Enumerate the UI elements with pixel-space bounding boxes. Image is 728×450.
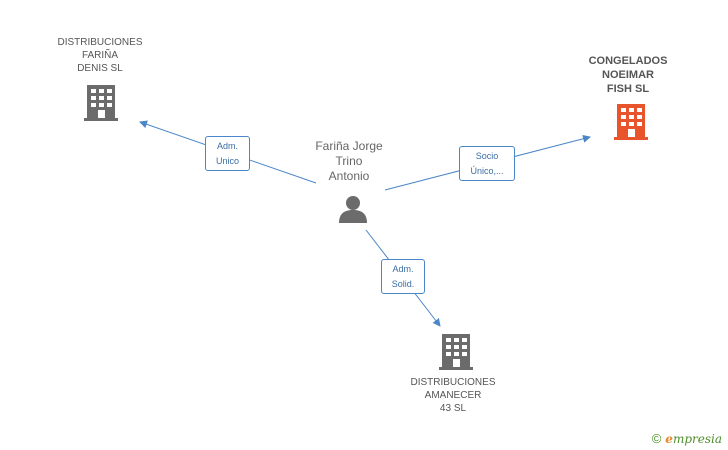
person-name[interactable]: Fariña Jorge Trino Antonio: [315, 139, 383, 183]
brand-logo: empresia: [665, 431, 722, 446]
building-icon[interactable]: [84, 85, 118, 121]
company-name-distribuciones-amanecer[interactable]: DISTRIBUCIONES AMANECER 43 SL: [410, 377, 496, 414]
company-name-congelados-noeimar[interactable]: CONGELADOS NOEIMAR FISH SL: [588, 55, 668, 95]
relation-label-socio-unico[interactable]: Socio Único,...: [459, 146, 515, 181]
relation-label-adm-unico[interactable]: Adm. Unico: [205, 136, 250, 171]
building-icon[interactable]: [614, 104, 648, 140]
company-name-distribuciones-farina[interactable]: DISTRIBUCIONES FARIÑA DENIS SL: [57, 37, 143, 74]
empresia-watermark: © empresia: [652, 431, 722, 446]
building-icon[interactable]: [439, 334, 473, 370]
copyright-icon: ©: [651, 431, 662, 446]
relation-label-adm-solid[interactable]: Adm. Solid.: [381, 259, 425, 294]
person-icon[interactable]: [338, 195, 368, 223]
